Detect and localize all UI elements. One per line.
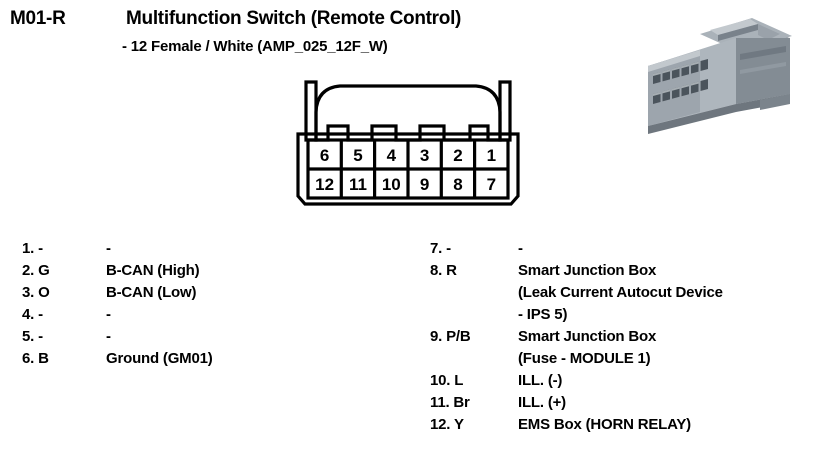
pin-description: -	[106, 306, 111, 323]
pin-row: 9. P/B Smart Junction Box	[430, 326, 818, 348]
pin-number: 6. B	[22, 350, 49, 367]
pin-cell-8: 8	[453, 175, 462, 194]
pin-number: 2. G	[22, 262, 50, 279]
pin-row: 6. B Ground (GM01)	[22, 348, 412, 370]
pin-cell-6: 6	[320, 146, 329, 165]
pin-number: 4. -	[22, 306, 43, 323]
pin-row-continuation: (Leak Current Autocut Device	[430, 282, 818, 304]
pin-description: ILL. (-)	[518, 372, 563, 389]
pin-list-right: 7. - - 8. R Smart Junction Box (Leak Cur…	[430, 238, 818, 436]
pin-number: 8. R	[430, 262, 457, 279]
pin-row: 12. Y EMS Box (HORN RELAY)	[430, 414, 818, 436]
pin-cell-10: 10	[382, 175, 401, 194]
pin-cell-7: 7	[487, 175, 496, 194]
pin-row-continuation: (Fuse - MODULE 1)	[430, 348, 818, 370]
pin-cell-5: 5	[353, 146, 362, 165]
page-title: Multifunction Switch (Remote Control)	[126, 8, 462, 29]
pin-cell-11: 11	[349, 175, 367, 194]
pin-cell-12: 12	[315, 175, 334, 194]
pin-row: 10. L ILL. (-)	[430, 370, 818, 392]
pin-number: 10. L	[430, 372, 464, 389]
pin-description: Smart Junction Box	[518, 262, 657, 279]
pin-cell-2: 2	[453, 146, 462, 165]
pin-number: 9. P/B	[430, 328, 471, 345]
connector-face-diagram: 6 5 4 3 2 1 12 11 10 9 8 7	[292, 78, 524, 210]
pin-description: (Fuse - MODULE 1)	[518, 350, 651, 367]
pin-row: 5. - -	[22, 326, 412, 348]
pin-cell-1: 1	[487, 146, 496, 165]
pin-number: 11. Br	[430, 394, 470, 411]
pin-description: B-CAN (Low)	[106, 284, 197, 301]
connector-subtitle: - 12 Female / White (AMP_025_12F_W)	[122, 38, 388, 55]
pin-description: ILL. (+)	[518, 394, 566, 411]
pin-description: (Leak Current Autocut Device	[518, 284, 723, 301]
pin-cell-4: 4	[387, 146, 397, 165]
pin-row-continuation: - IPS 5)	[430, 304, 818, 326]
pin-description: EMS Box (HORN RELAY)	[518, 416, 691, 433]
pin-cell-9: 9	[420, 175, 429, 194]
pin-row: 8. R Smart Junction Box	[430, 260, 818, 282]
pin-number: 12. Y	[430, 416, 464, 433]
pin-row: 11. Br ILL. (+)	[430, 392, 818, 414]
pin-number: 1. -	[22, 240, 43, 257]
pin-description: B-CAN (High)	[106, 262, 200, 279]
pin-row: 1. - -	[22, 238, 412, 260]
connector-housing-photo	[640, 8, 812, 142]
pin-description: -	[518, 240, 523, 257]
pin-cell-3: 3	[420, 146, 429, 165]
pin-row: 4. - -	[22, 304, 412, 326]
pin-description: - IPS 5)	[518, 306, 568, 323]
pin-number: 3. O	[22, 284, 50, 301]
pin-row: 7. - -	[430, 238, 818, 260]
pin-number: 7. -	[430, 240, 451, 257]
pin-row: 3. O B-CAN (Low)	[22, 282, 412, 304]
pin-list-left: 1. - - 2. G B-CAN (High) 3. O B-CAN (Low…	[22, 238, 412, 370]
connector-code: M01-R	[10, 8, 66, 29]
pin-description: -	[106, 240, 111, 257]
pin-description: Ground (GM01)	[106, 350, 213, 367]
pin-description: Smart Junction Box	[518, 328, 657, 345]
pin-row: 2. G B-CAN (High)	[22, 260, 412, 282]
pin-description: -	[106, 328, 111, 345]
pin-number: 5. -	[22, 328, 43, 345]
